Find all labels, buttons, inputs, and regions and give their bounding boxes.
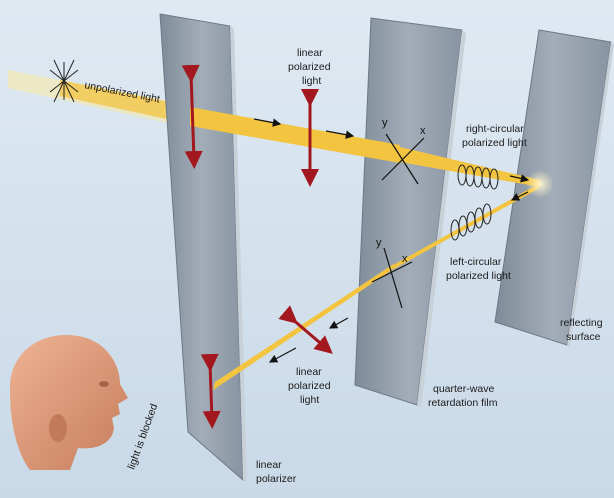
polarization-arrows xyxy=(181,64,333,429)
unpolarized-symbol xyxy=(49,59,79,103)
label-light-blocked: light is blocked xyxy=(126,402,161,471)
label-linear-top-3: light xyxy=(302,75,321,87)
quarter-wave-film-panel xyxy=(354,17,466,408)
label-right-circular-2: polarized light xyxy=(462,137,527,149)
beam-film-to-mirror xyxy=(400,147,540,187)
label-linear-bottom-3: light xyxy=(300,394,319,406)
axis-label-y-top: y xyxy=(382,117,388,129)
label-quarter-wave-2: retardation film xyxy=(428,397,498,409)
label-linear-top-2: polarized xyxy=(288,61,331,73)
incoming-beam xyxy=(8,70,190,128)
arrow-vertical-polarizer-top xyxy=(181,64,203,169)
labels: unpolarized light linear polarized light… xyxy=(83,47,602,485)
label-linear-polarizer-2: polarizer xyxy=(256,473,297,485)
beam-mirror-to-film-return xyxy=(392,183,540,270)
axis-cross-top xyxy=(381,133,425,185)
observer-head-icon xyxy=(9,334,128,470)
arrow-vertical-polarizer-bottom xyxy=(200,353,221,429)
label-linear-polarizer-1: linear xyxy=(256,459,282,471)
label-left-circular-1: left-circular xyxy=(450,256,502,268)
reflection-glow xyxy=(526,170,554,198)
label-reflecting-2: surface xyxy=(566,331,601,343)
right-circular-helix xyxy=(457,164,499,190)
label-right-circular-1: right-circular xyxy=(466,123,524,135)
label-quarter-wave-1: quarter-wave xyxy=(433,383,494,395)
axis-label-x-top: x xyxy=(420,125,426,137)
axis-cross-bottom xyxy=(371,247,413,309)
label-linear-top-1: linear xyxy=(297,47,323,59)
axis-label-y-bottom: y xyxy=(376,237,382,249)
arrow-diagonal-return xyxy=(278,305,333,354)
label-left-circular-2: polarized light xyxy=(446,270,511,282)
label-linear-bottom-1: linear xyxy=(296,366,322,378)
direction-arrows xyxy=(253,118,530,363)
linear-polarizer-panel xyxy=(159,13,247,482)
axis-label-x-bottom: x xyxy=(402,253,408,265)
label-linear-bottom-2: polarized xyxy=(288,380,331,392)
label-reflecting-1: reflecting xyxy=(560,317,603,329)
left-circular-helix xyxy=(450,203,492,241)
reflecting-surface-panel xyxy=(494,29,614,347)
beam-polarizer-to-film xyxy=(190,107,400,163)
